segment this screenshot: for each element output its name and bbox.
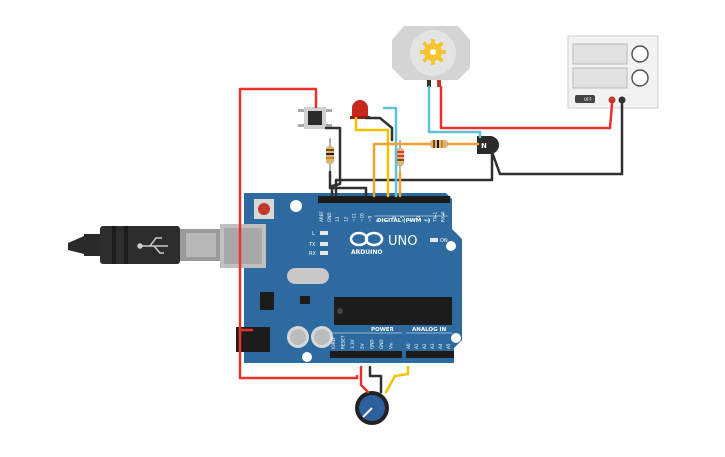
wire-cyan-motor[interactable] <box>427 85 482 139</box>
current-display <box>572 67 628 89</box>
digital-header <box>318 196 450 203</box>
gear-icon <box>420 39 446 65</box>
led-rx-label: RX <box>309 251 316 257</box>
pin-label: ~5 <box>400 215 405 222</box>
pin-label: GND <box>327 212 332 222</box>
model-label: UNO <box>388 234 417 249</box>
wire-black-pot[interactable] <box>368 365 383 394</box>
power-switch-label: OFF <box>584 97 592 102</box>
pin-label: 5V <box>360 343 365 349</box>
wire-black-gnd[interactable] <box>334 150 494 198</box>
negative-terminal[interactable] <box>618 96 626 104</box>
wire-yellow-led[interactable] <box>354 116 390 198</box>
led-rx <box>320 251 328 255</box>
atmega-chip <box>334 297 452 325</box>
power-switch[interactable]: OFF <box>575 95 595 103</box>
pin-label: A1 <box>414 343 419 349</box>
pin-label: ~3 <box>416 215 421 222</box>
wire-cyan-pin8[interactable] <box>382 106 398 198</box>
led-l-label: L <box>312 231 315 237</box>
pin-label: RESET <box>341 335 346 349</box>
pin-label: AREF <box>319 211 324 222</box>
brand-label: ARDUINO <box>351 249 382 256</box>
positive-terminal[interactable] <box>608 96 616 104</box>
power-pin-labels: IOREF RESET 3.3V 5V GND GND Vin <box>331 335 394 349</box>
pin-label: A3 <box>430 343 435 349</box>
wire-red-motor[interactable] <box>439 85 614 130</box>
pin-label: ~6 <box>392 215 397 222</box>
wire-black-pin10[interactable] <box>328 170 368 198</box>
wire-black-supply[interactable] <box>490 102 624 176</box>
resistor <box>396 140 404 172</box>
power-header-label: POWER <box>371 327 395 333</box>
pin-label: A0 <box>406 343 411 349</box>
digital-header-label: DIGITAL (PWM ~) <box>377 218 431 224</box>
pin-label: A2 <box>422 343 427 349</box>
push-button[interactable] <box>298 107 332 129</box>
pin-label: 13 <box>335 216 340 222</box>
pin-label: ~10 <box>360 213 365 222</box>
pin-label: 2 <box>424 219 429 222</box>
current-knob[interactable] <box>631 69 649 87</box>
analog-header <box>406 351 454 358</box>
wire-black-led[interactable] <box>364 116 394 142</box>
wire-black-button[interactable] <box>324 126 342 198</box>
led-on-label: ON <box>440 238 448 244</box>
pin-label: 3.3V <box>350 339 355 349</box>
red-led[interactable] <box>350 100 370 119</box>
pin-label: ~9 <box>368 215 373 222</box>
pin-label: TX▸1 <box>432 211 437 223</box>
capacitor <box>311 326 333 348</box>
led-tx-label: TX <box>308 242 316 248</box>
mount-hole <box>290 200 302 212</box>
pin-label: 4 <box>408 219 413 222</box>
potentiometer[interactable] <box>355 391 389 425</box>
pin-label: A5 <box>446 343 451 349</box>
transistor[interactable]: N <box>477 136 499 154</box>
voltage-regulator <box>260 292 274 310</box>
led-tx <box>320 242 328 246</box>
led-on <box>430 238 438 242</box>
pin-label: GND <box>379 339 384 349</box>
wire-red-5v-loop[interactable] <box>238 87 359 380</box>
wire-red-pot[interactable] <box>359 365 370 394</box>
pin-label: ~11 <box>351 213 356 222</box>
arduino-logo-icon <box>349 231 384 247</box>
voltage-display <box>572 43 628 65</box>
pin-label: RX◂0 <box>441 211 446 222</box>
dc-motor[interactable] <box>392 26 470 87</box>
pin-label: 8 <box>376 219 381 222</box>
analog-header-label: ANALOG IN <box>412 327 447 333</box>
usb-cable[interactable] <box>68 226 220 264</box>
pin-label: A4 <box>438 343 443 349</box>
smd-chip <box>300 296 310 304</box>
resistor <box>326 138 334 172</box>
reset-button[interactable] <box>254 199 274 219</box>
usb-symbol-icon <box>137 237 168 254</box>
mount-hole <box>302 352 312 362</box>
voltage-knob[interactable] <box>631 45 649 63</box>
mount-hole <box>446 241 456 251</box>
pin-label: IOREF <box>331 336 336 349</box>
pin-label: 12 <box>343 216 348 222</box>
capacitor <box>287 326 309 348</box>
pin-label: GND <box>369 339 374 349</box>
pin-label: Vin <box>389 342 394 349</box>
power-header <box>330 351 402 358</box>
wire-orange-pin9[interactable] <box>372 142 432 198</box>
transistor-label: N <box>481 142 487 150</box>
crystal <box>287 268 329 284</box>
pin-label: 7 <box>384 219 389 222</box>
power-supply[interactable]: OFF <box>567 35 659 109</box>
wire-yellow-a0[interactable] <box>384 365 410 394</box>
mount-hole <box>451 333 461 343</box>
led-l <box>320 231 328 235</box>
